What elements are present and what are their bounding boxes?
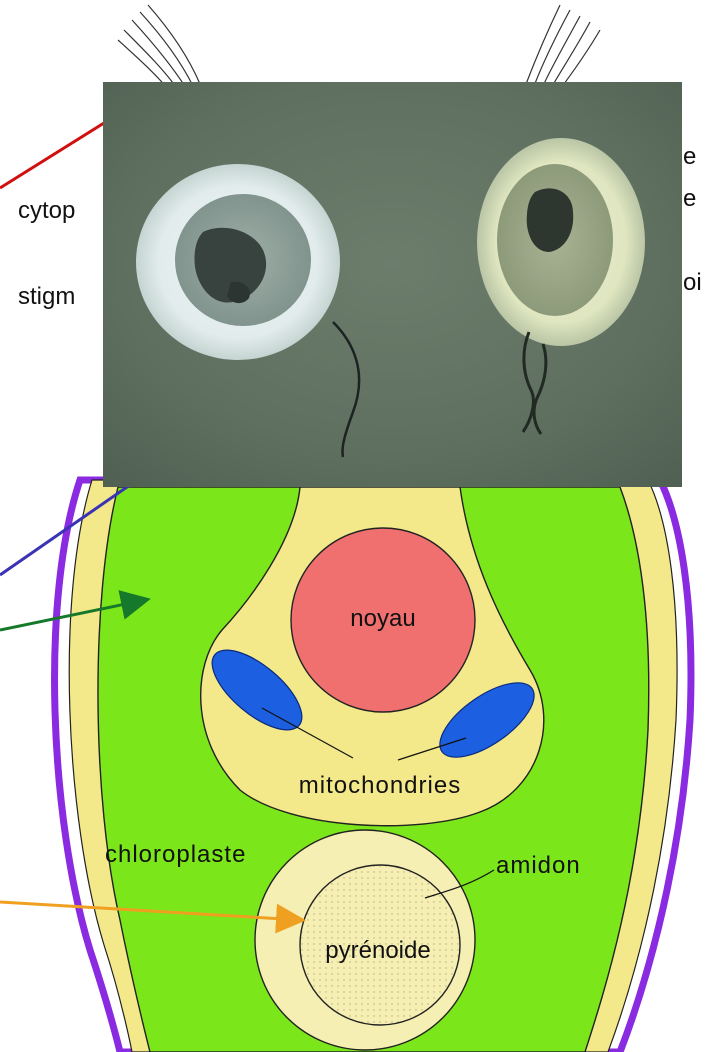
flagella-right (526, 5, 600, 92)
label-stigma-partial: stigm (18, 283, 75, 310)
label-noyau: noyau (350, 605, 415, 632)
flagella-left (118, 5, 200, 92)
label-pyrenoide: pyrénoide (325, 937, 430, 964)
label-right-partial-3: oi (683, 269, 702, 296)
label-chloroplaste: chloroplaste (105, 841, 246, 868)
label-right-partial-1: e (683, 143, 696, 170)
label-amidon: amidon (496, 852, 581, 879)
label-cytoplasme-partial: cytop (18, 197, 75, 224)
label-mitochondries: mitochondries (299, 772, 461, 799)
micrograph-photo (103, 82, 682, 487)
label-right-partial-2: e (683, 185, 696, 212)
